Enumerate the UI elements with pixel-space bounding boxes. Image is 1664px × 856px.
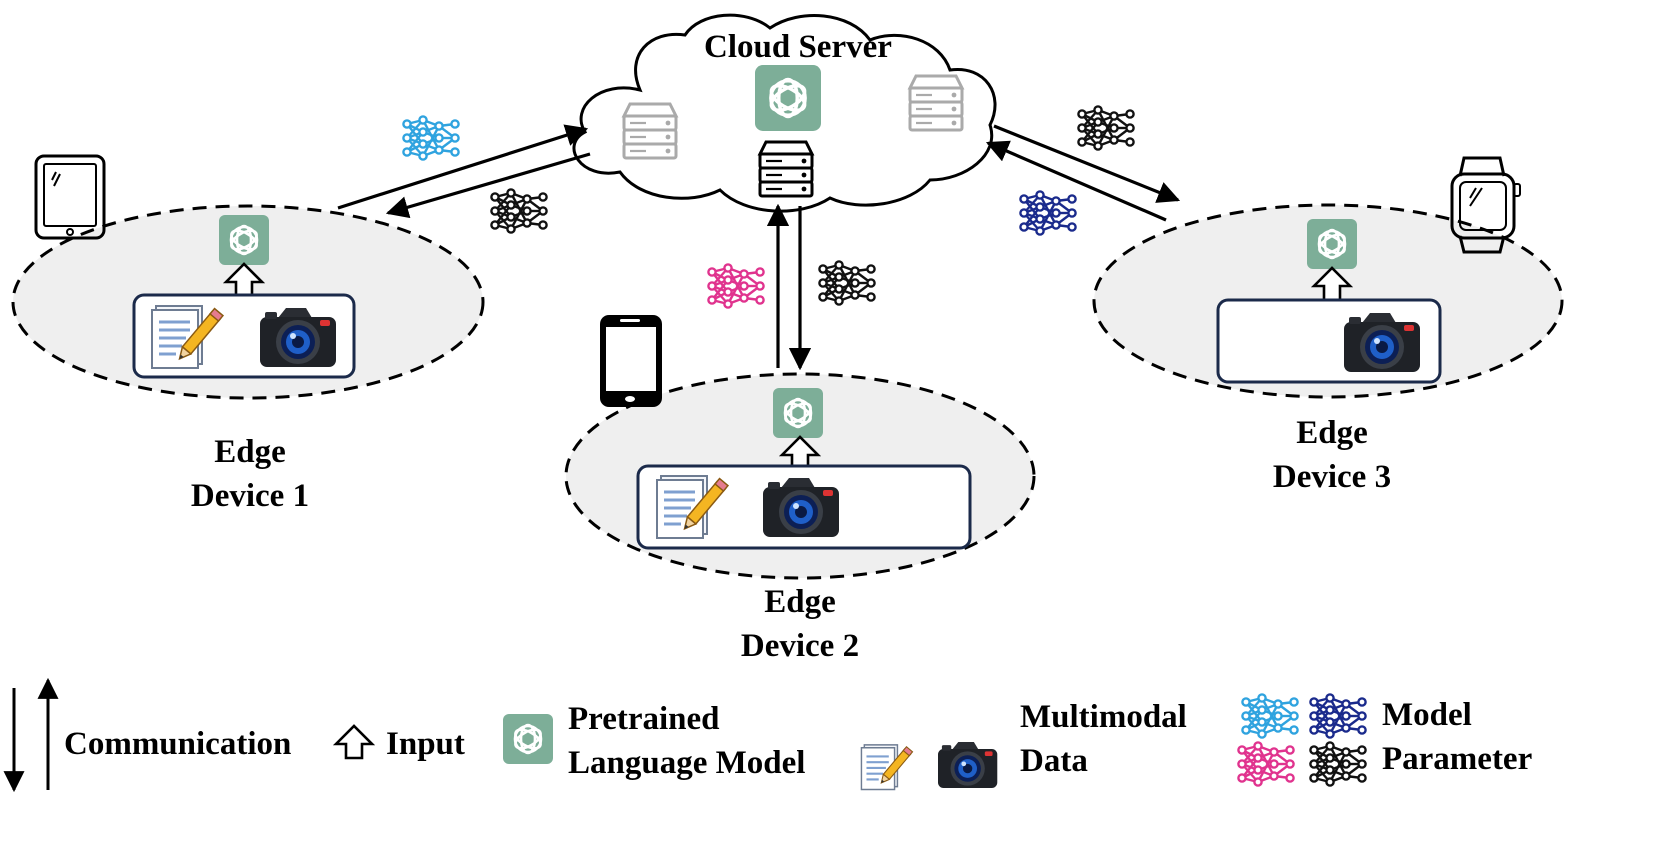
legend-mm-line1: Multimodal xyxy=(1020,699,1187,735)
download-arrow-3 xyxy=(993,124,1181,203)
legend-plm-line2: Language Model xyxy=(568,745,806,781)
neural-net-icon xyxy=(490,188,548,234)
neural-net-icon xyxy=(1309,741,1367,787)
neural-net-icon xyxy=(1019,190,1077,236)
legend-model-parameter: Model Parameter xyxy=(1382,693,1532,781)
upload-arrow-1 xyxy=(337,124,589,210)
edge-label-line1: Edge xyxy=(1296,415,1368,451)
plm-icon xyxy=(1305,217,1359,271)
upload-arrow-3 xyxy=(985,140,1167,222)
phone-icon xyxy=(600,315,662,407)
edge-label-line2: Device 1 xyxy=(190,478,310,514)
neural-net-icon xyxy=(1241,693,1299,739)
neural-net-icon xyxy=(402,115,460,161)
plm-icon xyxy=(771,386,825,440)
neural-net-icon xyxy=(1237,741,1295,787)
legend-plm: Pretrained Language Model xyxy=(568,697,805,785)
server-icon xyxy=(908,74,964,132)
download-arrow-1 xyxy=(385,152,591,219)
edge-label-line1: Edge xyxy=(764,584,836,620)
edge-label-line1: Edge xyxy=(214,434,286,470)
camera-icon xyxy=(938,742,998,789)
edge-device-3-label: Edge Device 3 xyxy=(1232,411,1432,499)
plm-icon xyxy=(753,63,823,133)
legend-plm-line1: Pretrained xyxy=(568,701,720,737)
document-icon xyxy=(860,743,914,791)
legend-mm-line2: Data xyxy=(1020,743,1088,779)
neural-net-icon xyxy=(1077,105,1135,151)
neural-net-icon xyxy=(707,263,765,309)
edge-device-1-label: Edge Device 1 xyxy=(150,430,350,518)
legend-multimodal: Multimodal Data xyxy=(1020,695,1187,783)
neural-net-icon xyxy=(818,260,876,306)
edge-label-line2: Device 3 xyxy=(1272,459,1392,495)
cloud-server-label: Cloud Server xyxy=(704,29,892,65)
neural-net-icon xyxy=(1309,693,1367,739)
server-icon xyxy=(622,102,678,160)
edge-device-2-label: Edge Device 2 xyxy=(700,580,900,668)
legend-input: Input xyxy=(386,726,465,762)
server-icon xyxy=(758,140,814,198)
plm-icon xyxy=(217,213,271,267)
legend-mp-line2: Parameter xyxy=(1382,741,1533,777)
tablet-icon xyxy=(34,154,106,240)
legend-mp-line1: Model xyxy=(1382,697,1472,733)
legend-communication: Communication xyxy=(64,726,292,762)
edge-label-line2: Device 2 xyxy=(740,628,860,664)
plm-icon xyxy=(501,712,555,766)
watch-icon xyxy=(1450,156,1521,254)
audio-wave-icon xyxy=(884,684,963,744)
input-arrow-icon xyxy=(334,724,374,760)
